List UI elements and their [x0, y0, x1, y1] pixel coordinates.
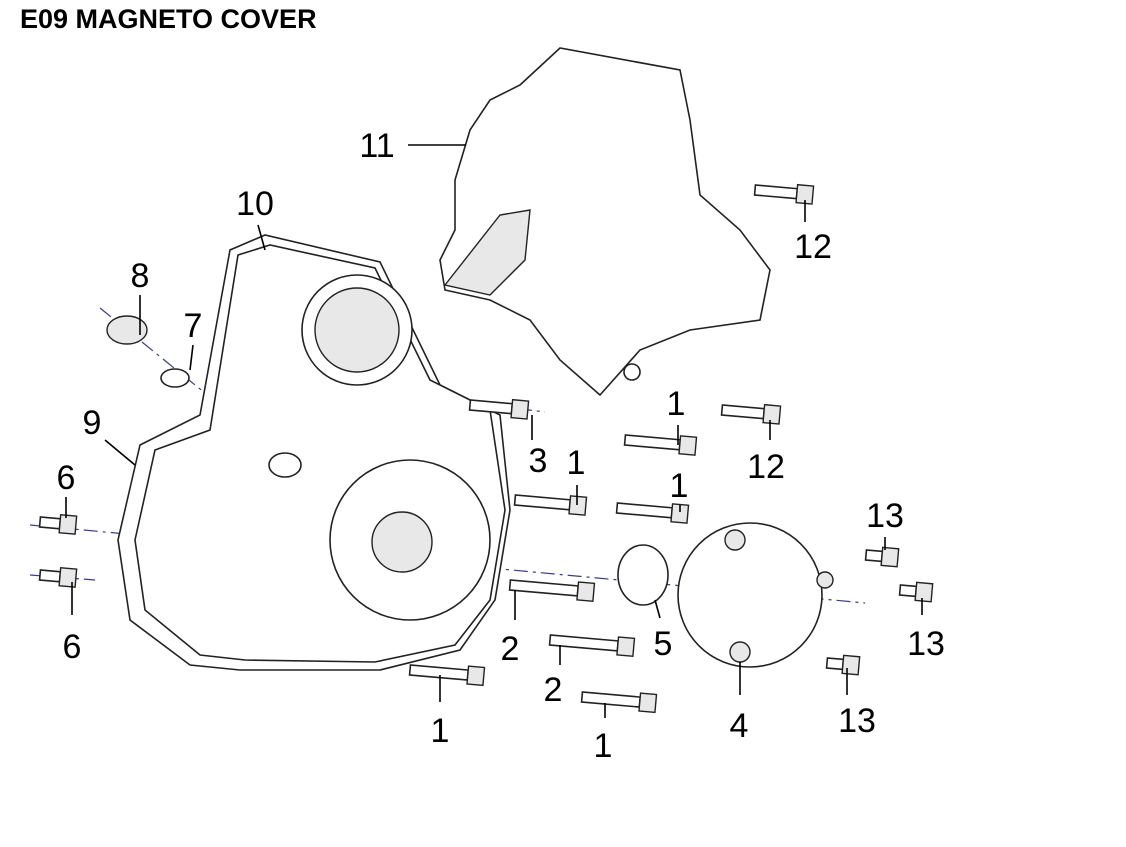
callout-1: 1	[594, 727, 613, 765]
cap-hole	[729, 641, 751, 663]
callout-3: 3	[529, 442, 548, 480]
starter-bore	[314, 287, 400, 373]
callout-10: 10	[236, 185, 274, 223]
callout-12: 12	[794, 228, 832, 266]
center-bore	[371, 511, 433, 573]
bolts	[38, 183, 934, 714]
plug-seat	[268, 452, 302, 478]
o-ring-large	[617, 544, 669, 606]
callout-12: 12	[747, 448, 785, 486]
callout-1: 1	[431, 712, 450, 750]
callout-1: 1	[667, 385, 686, 423]
callout-6: 6	[63, 628, 82, 666]
cap-hole	[816, 571, 834, 589]
callout-5: 5	[654, 625, 673, 663]
callout-1: 1	[567, 444, 586, 482]
callout-6: 6	[57, 459, 76, 497]
callout-7: 7	[184, 307, 203, 345]
callout-13: 13	[838, 702, 876, 740]
callout-8: 8	[131, 257, 150, 295]
plug	[106, 315, 148, 345]
leader-lines	[65, 144, 923, 718]
callout-9: 9	[83, 404, 102, 442]
mount-hole	[623, 363, 641, 381]
inspection-cap	[677, 522, 823, 668]
assembly-axis	[99, 307, 301, 471]
callout-1: 1	[670, 467, 689, 505]
callout-2: 2	[544, 671, 563, 709]
callout-4: 4	[730, 707, 749, 745]
o-ring	[160, 368, 190, 388]
callout-2: 2	[501, 630, 520, 668]
cover-recess	[443, 209, 531, 296]
callout-13: 13	[907, 625, 945, 663]
diagram-title: E09 MAGNETO COVER	[20, 4, 317, 34]
callout-13: 13	[866, 497, 904, 535]
sprocket-cover	[439, 47, 771, 397]
cap-hole	[724, 529, 746, 551]
callout-11: 11	[359, 127, 394, 165]
